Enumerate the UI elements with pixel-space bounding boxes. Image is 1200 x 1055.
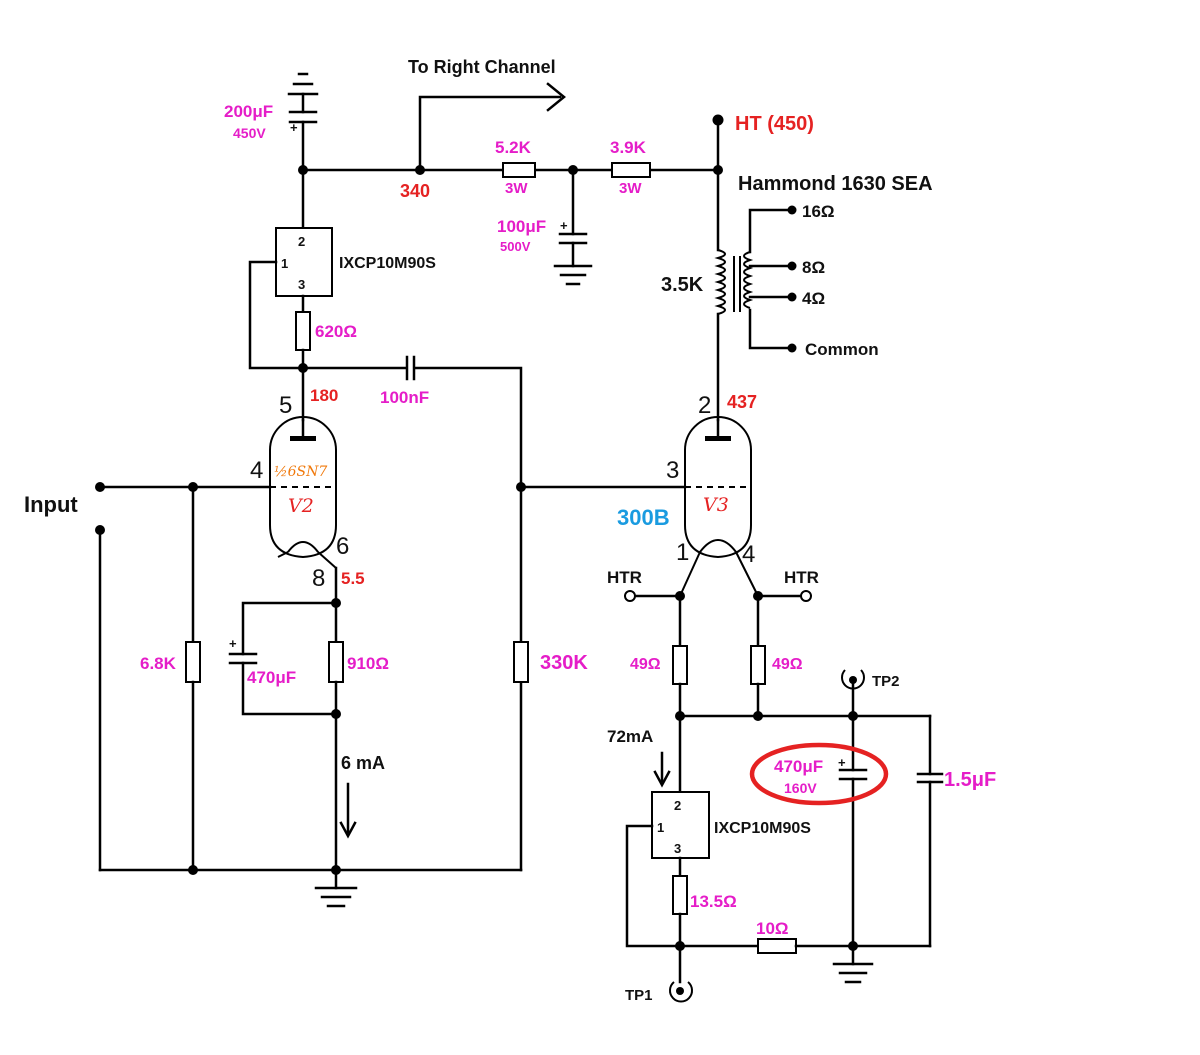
tp1-label: TP1: [625, 987, 653, 1004]
svg-text:+: +: [838, 755, 846, 770]
testpoint-tp2: [841, 669, 865, 718]
resistor-3k9: [611, 162, 651, 178]
i-72ma-label: 72mA: [607, 727, 653, 746]
tp2-label: TP2: [872, 673, 900, 690]
v3-type-label: 300B: [617, 505, 670, 530]
ht-label: HT (450): [735, 113, 814, 135]
regulator-top: [248, 168, 333, 422]
right-channel-label: To Right Channel: [408, 57, 556, 77]
r-5k2-watt: 3W: [505, 180, 528, 197]
i-6ma-label: 6 mA: [341, 753, 385, 773]
tube-v3: [519, 416, 759, 597]
reg-top-pin2: 2: [298, 234, 305, 249]
v2-pin8: 8: [312, 565, 325, 592]
resistor-330k: [513, 641, 529, 683]
c-470u-cath-label: 470μF: [247, 668, 296, 687]
v-437-label: 437: [727, 392, 757, 412]
r-49-left-label: 49Ω: [630, 656, 661, 673]
c-15u-label: 1.5μF: [944, 769, 996, 791]
supply-rail: [298, 82, 724, 175]
v3-pin1: 1: [676, 539, 689, 566]
htr-right-label: HTR: [784, 568, 819, 587]
v2-pin4: 4: [250, 457, 263, 484]
highlight-ring: [749, 742, 889, 806]
tap-4-label: 4Ω: [802, 289, 825, 308]
input-wiring: [95, 482, 272, 872]
v3-name-label: V3: [703, 494, 729, 516]
tap-16-label: 16Ω: [802, 202, 835, 221]
c-100n-label: 100nF: [380, 388, 429, 407]
cap-470uf-filament: +: [838, 714, 868, 948]
v-55-label: 5.5: [341, 569, 365, 588]
r-620-label: 620Ω: [315, 322, 357, 341]
hammond-label: Hammond 1630 SEA: [738, 173, 933, 195]
reg-bottom-pin1: 1: [657, 820, 664, 835]
regulator-bottom: [625, 791, 932, 984]
tap-common-label: Common: [805, 340, 879, 359]
cap-200uf: +: [287, 72, 319, 172]
filament-network: [624, 590, 932, 794]
c-200u-volt: 450V: [233, 125, 266, 141]
c-470u-fil-label: 470μF: [774, 757, 823, 776]
node-340-label: 340: [400, 181, 430, 201]
r-135-label: 13.5Ω: [690, 892, 737, 911]
cap-100uf: +: [553, 168, 593, 286]
reg-bottom-pin2: 2: [674, 798, 681, 813]
v2-pin5: 5: [279, 392, 292, 419]
r-5k2-label: 5.2K: [495, 138, 532, 157]
tap-8-label: 8Ω: [802, 258, 825, 277]
input-label: Input: [24, 492, 78, 517]
v2-pin6: 6: [336, 533, 349, 560]
primary-label: 3.5K: [661, 274, 704, 296]
v3-pin3: 3: [666, 457, 679, 484]
r-68k-label: 6.8K: [140, 654, 177, 673]
cathode-network-v2: +: [228, 598, 357, 872]
ixcp-top-label: IXCP10M90S: [339, 255, 436, 272]
r-3k9-label: 3.9K: [610, 138, 647, 157]
svg-text:+: +: [560, 218, 568, 233]
ixcp-bottom-label: IXCP10M90S: [714, 820, 811, 837]
testpoint-tp1: [669, 981, 693, 1003]
tube-v2: [269, 416, 338, 644]
r-49-right-label: 49Ω: [772, 656, 803, 673]
r-330k-label: 330K: [540, 652, 588, 674]
v-180-label: 180: [310, 386, 338, 405]
svg-text:+: +: [290, 120, 298, 135]
resistor-5k2: [502, 162, 536, 178]
v2-name-label: V2: [288, 495, 314, 517]
output-transformer: [714, 168, 797, 422]
cap-1u5: [916, 714, 944, 948]
c-470u-fil-volt: 160V: [784, 780, 817, 796]
r-10-label: 10Ω: [756, 919, 789, 938]
r-910-label: 910Ω: [347, 654, 389, 673]
ground-rail-left: [98, 865, 523, 908]
v3-pin2: 2: [698, 392, 711, 419]
svg-text:+: +: [229, 636, 237, 651]
c-100u-label: 100μF: [497, 217, 546, 236]
reg-top-pin3: 3: [298, 277, 305, 292]
reg-bottom-pin3: 3: [674, 841, 681, 856]
c-100u-volt: 500V: [500, 239, 531, 254]
htr-left-label: HTR: [607, 568, 642, 587]
c-200u-label: 200μF: [224, 102, 273, 121]
reg-top-pin1: 1: [281, 256, 288, 271]
v2-type-label: ½6SN7: [274, 464, 327, 480]
v3-pin4: 4: [742, 541, 755, 568]
r-3k9-watt: 3W: [619, 180, 642, 197]
